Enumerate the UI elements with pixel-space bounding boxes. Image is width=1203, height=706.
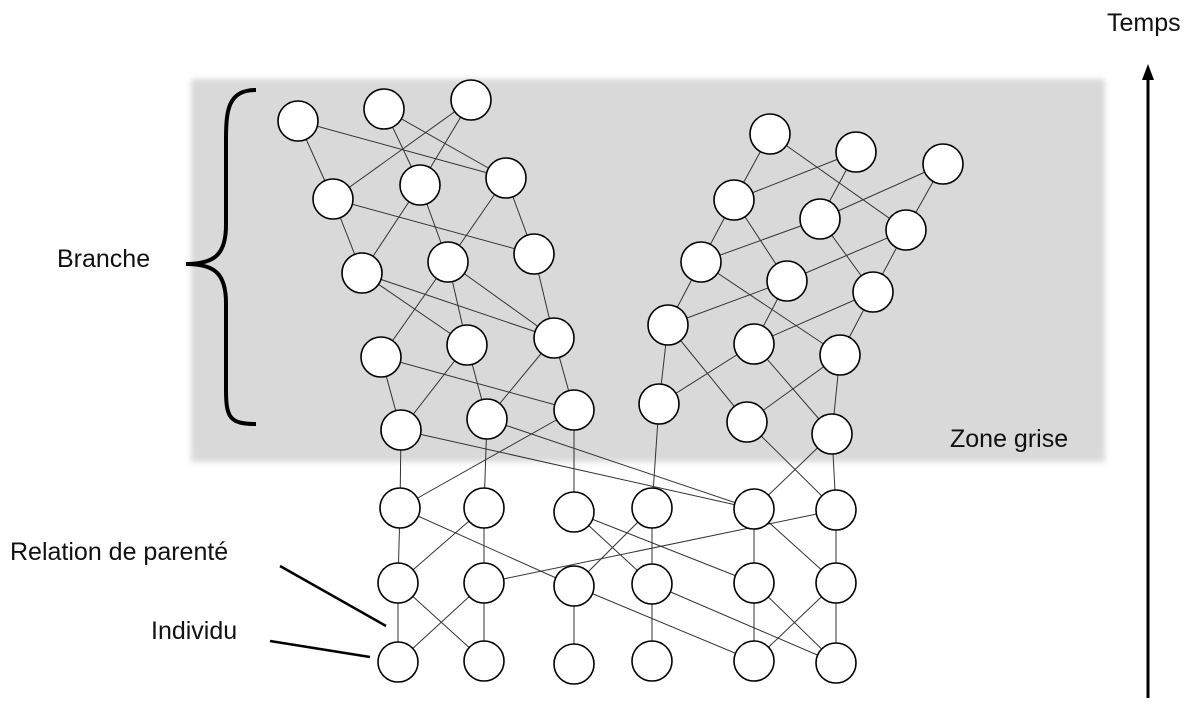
kinship-edge	[651, 583, 837, 664]
kinship-edge	[332, 99, 472, 200]
individual-node	[377, 562, 419, 604]
individual-node	[377, 641, 419, 683]
kinship-edge	[400, 429, 755, 510]
branch-label: Branche	[57, 245, 151, 273]
kinship-edge	[769, 133, 907, 231]
kinship-edge	[700, 261, 841, 356]
individual-node	[553, 643, 595, 685]
kinship-edge	[786, 229, 907, 282]
kinship-edge	[733, 151, 857, 201]
kinship-edge	[667, 280, 788, 326]
individual-node	[799, 198, 841, 240]
kinship-edge	[332, 198, 535, 255]
individual-node	[463, 640, 505, 682]
kinship-leader-line	[279, 564, 387, 628]
individual-nodes	[277, 79, 964, 685]
individual-node	[733, 488, 775, 530]
curly-brace-icon	[185, 88, 257, 426]
individual-node	[733, 323, 775, 365]
kinship-edge	[819, 163, 944, 220]
individual-node	[427, 241, 469, 283]
individual-node	[733, 562, 775, 604]
individual-node	[811, 413, 853, 455]
individual-node	[631, 487, 673, 529]
individual-node	[553, 491, 595, 533]
kinship-edge	[746, 421, 837, 511]
individual-node	[277, 100, 319, 142]
individual-node	[312, 178, 354, 220]
individual-node	[341, 252, 383, 294]
individual-node	[463, 487, 505, 529]
individual-node	[815, 489, 857, 531]
individual-node	[485, 157, 527, 199]
individual-node	[922, 143, 964, 185]
individual-node	[450, 79, 492, 121]
individual-node	[446, 324, 488, 366]
kinship-edge	[483, 509, 837, 584]
individual-label: Individu	[151, 617, 238, 645]
individual-node	[463, 562, 505, 604]
individual-node	[466, 398, 508, 440]
individual-node	[360, 336, 402, 378]
grey-zone-label: Zone grise	[950, 425, 1069, 453]
individual-node	[533, 317, 575, 359]
kinship-edge	[399, 507, 575, 587]
individual-node	[835, 131, 877, 173]
individual-node	[631, 563, 673, 605]
individual-node	[819, 334, 861, 376]
kinship-edge	[573, 585, 755, 662]
individual-node	[815, 642, 857, 684]
individual-node	[513, 233, 555, 275]
individual-node	[726, 401, 768, 443]
kinship-edge	[753, 291, 874, 345]
individual-node	[766, 260, 808, 302]
individual-node	[749, 113, 791, 155]
individual-node	[733, 640, 775, 682]
individual-node	[553, 565, 595, 607]
individual-node	[885, 209, 927, 251]
individual-node	[553, 389, 595, 431]
individual-node	[638, 383, 680, 425]
individual-node	[363, 88, 405, 130]
kinship-edge	[573, 511, 755, 584]
kinship-edge	[447, 261, 555, 339]
individual-node	[380, 409, 422, 451]
individual-node	[852, 271, 894, 313]
individual-node	[647, 304, 689, 346]
individual-node	[713, 179, 755, 221]
individual-node	[815, 562, 857, 604]
individual-node	[399, 164, 441, 206]
kinship-edge	[700, 218, 821, 263]
kinship-edge	[399, 409, 575, 509]
individual-node	[379, 487, 421, 529]
time-label: Temps	[1107, 9, 1181, 37]
individual-node	[680, 241, 722, 283]
individual-leader-line	[269, 639, 371, 659]
individual-node	[631, 640, 673, 682]
arrow-up-icon	[1142, 64, 1154, 698]
kinship-label: Relation de parenté	[10, 538, 229, 566]
